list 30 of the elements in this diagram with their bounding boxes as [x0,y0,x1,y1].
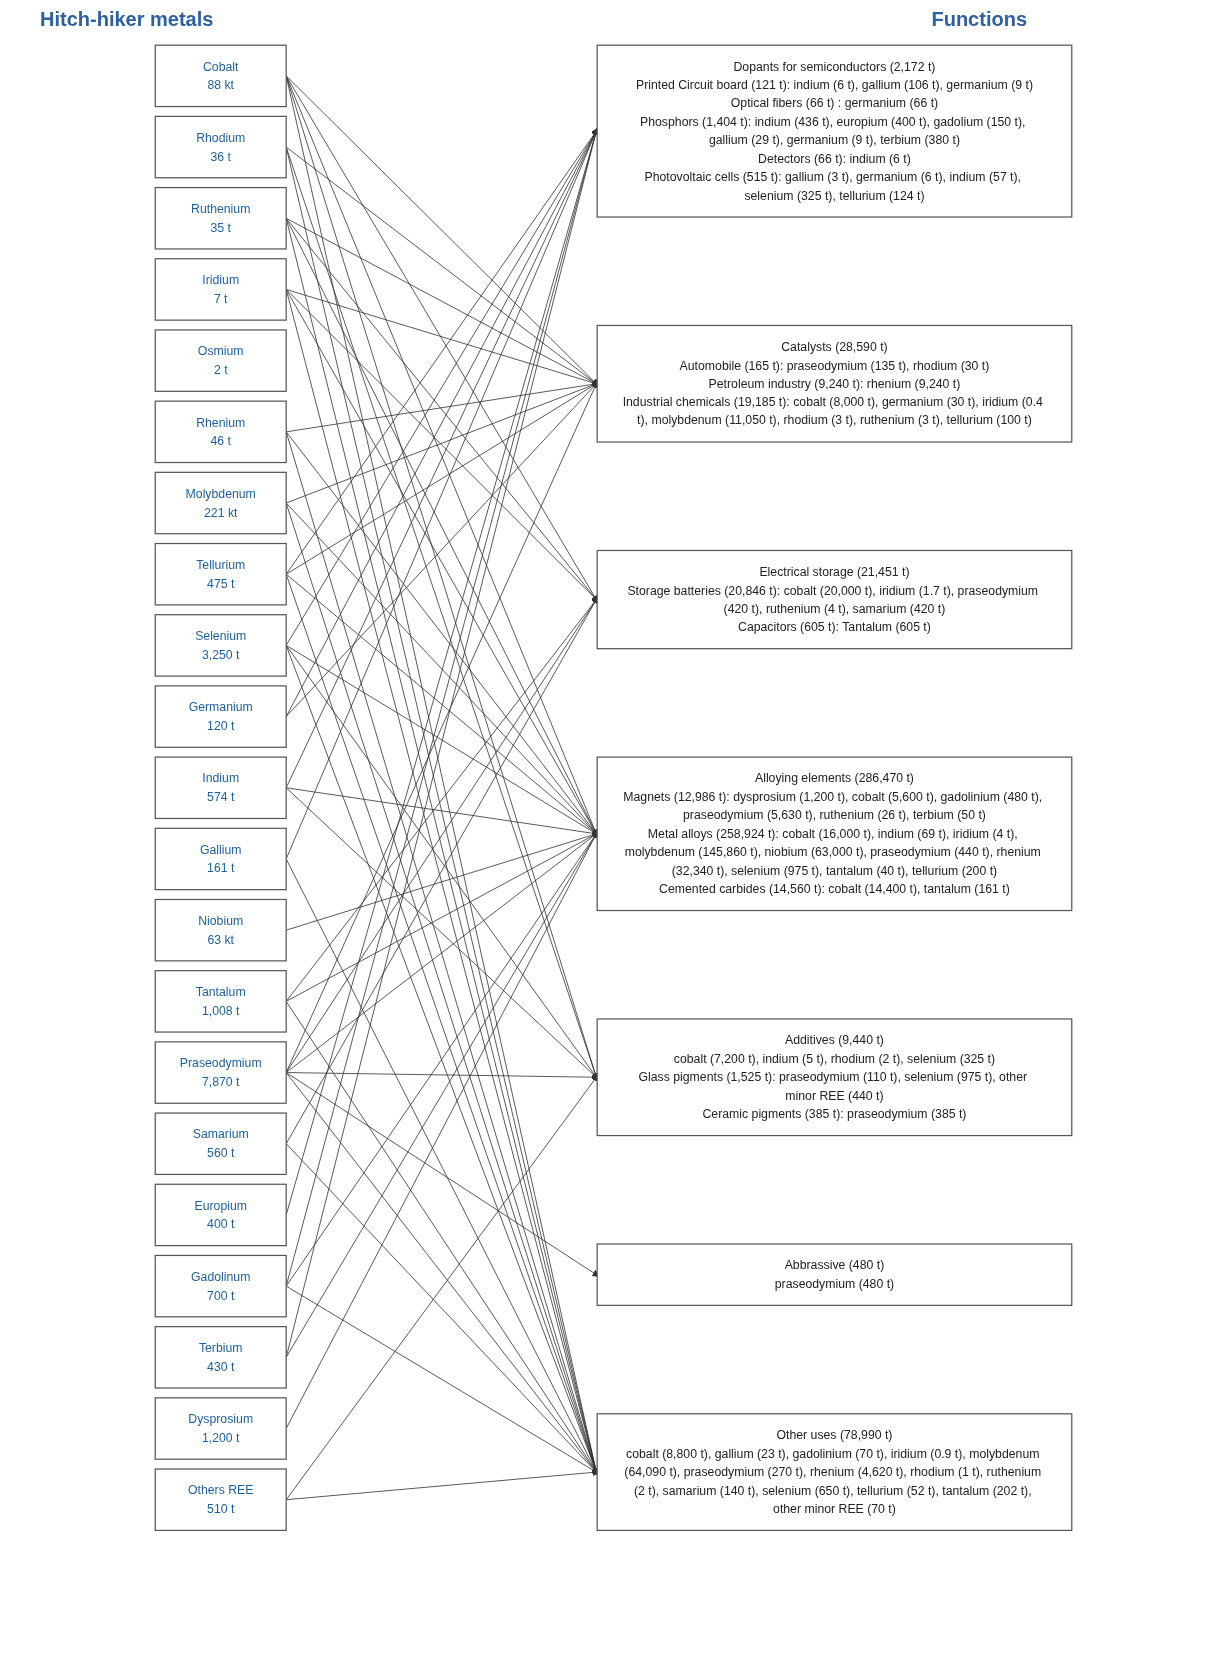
node-box: Terbium 430 t [154,1326,287,1389]
node-box: Praseodymium 7,870 t [154,1041,287,1104]
node-box: Other uses (78,990 t) cobalt (8,800 t), gallium (23 t), gadolinium (70 t), iridium (0.9 t), molybdenum (64,090 t), praseodymium (270 t), rhenium (4,620 t), rhodium (1 t), ruthenium (2 t), samarium (140 t), selenium (650 t), tellurium (52 t), tantalum (202 t), other minor REE (70 t) [596,1413,1073,1531]
node-box: Dysprosium 1,200 t [154,1397,287,1460]
node-box: Samarium 560 t [154,1112,287,1176]
node-box: Additives (9,440 t) cobalt (7,200 t), indium (5 t), rhodium (2 t), selenium (325 t) Glass pigments (1,525 t): praseodymium (110 t), selenium (975 t), other minor REE (440 t) Ceramic pigments (385 t): praseodymium (385 t) [596,1018,1073,1137]
node-box: Osmium 2 t [154,329,287,392]
node-box: Indium 574 t [154,756,287,820]
node-box: Rhodium 36 t [154,115,287,179]
node-box: Dopants for semiconductors (2,172 t) Printed Circuit board (121 t): indium (6 t), gallium (106 t), germanium (9 t) Optical fibers (66 t) : germanium (66 t) Phosphors (1,404 t): indium (436 t), europium (400 t), gadolium (150 t), gallium (29 t), germanium (9 t), terbium (380 t) Detectors (66 t): indium (6 t) Photovoltaic cells (515 t): gallium (3 t), germanium (6 t), indium (57 t), selenium (325 t), tellurium (124 t) [596,44,1073,218]
node-box: Gallium 161 t [154,827,287,891]
node-box: Others REE 510 t [154,1468,287,1531]
node-box: Rhenium 46 t [154,400,287,464]
node-box: Germanium 120 t [154,685,287,748]
node-box: Cobalt 88 kt [154,44,287,108]
column-heading: Hitch-hiker metals [40,8,214,31]
node-box: Iridium 7 t [154,258,287,321]
node-box: Ruthenium 35 t [154,186,287,250]
node-box: Abbrassive (480 t) praseodymium (480 t) [596,1243,1073,1306]
node-box: Gadolinum 700 t [154,1254,287,1318]
node-box: Electrical storage (21,451 t) Storage batteries (20,846 t): cobalt (20,000 t), iridium (1.7 t), praseodymium (420 t), ruthenium (4 t), samarium (420 t) Capacitors (605 t): Tantalum (605 t) [596,549,1073,650]
node-box: Tellurium 475 t [154,542,287,606]
node-box: Niobium 63 kt [154,898,287,962]
node-box: Catalysts (28,590 t) Automobile (165 t): praseodymium (135 t), rhodium (30 t) Petroleum industry (9,240 t): rhenium (9,240 t) Industrial chemicals (19,185 t): cobalt (8,000 t), germanium (30 t), iridium (0.4 t), molybdenum (11,050 t), rhodium (3 t), ruthenium (3 t), tellurium (100 t) [596,324,1073,443]
node-box: Alloying elements (286,470 t) Magnets (12,986 t): dysprosium (1,200 t), cobalt (5,600 t), gadolinium (480 t), praseodymium (5,630 t), ruthenium (26 t), terbium (50 t) Metal alloys (258,924 t): cobalt (16,000 t), indium (69 t), iridium (4 t), molybdenum (145,860 t), niobium (63,000 t), praseodymium (440 t), rhenium (32,340 t), selenium (975 t), tantalum (40 t), tellurium (200 t) Cemented carbides (14,560 t): cobalt (14,400 t), tantalum (161 t) [596,756,1073,912]
node-box: Tantalum 1,008 t [154,970,287,1033]
node-box: Molybdenum 221 kt [154,471,287,535]
column-heading: Functions [931,8,1027,31]
node-box: Selenium 3,250 t [154,614,287,677]
node-box: Europium 400 t [154,1183,287,1247]
